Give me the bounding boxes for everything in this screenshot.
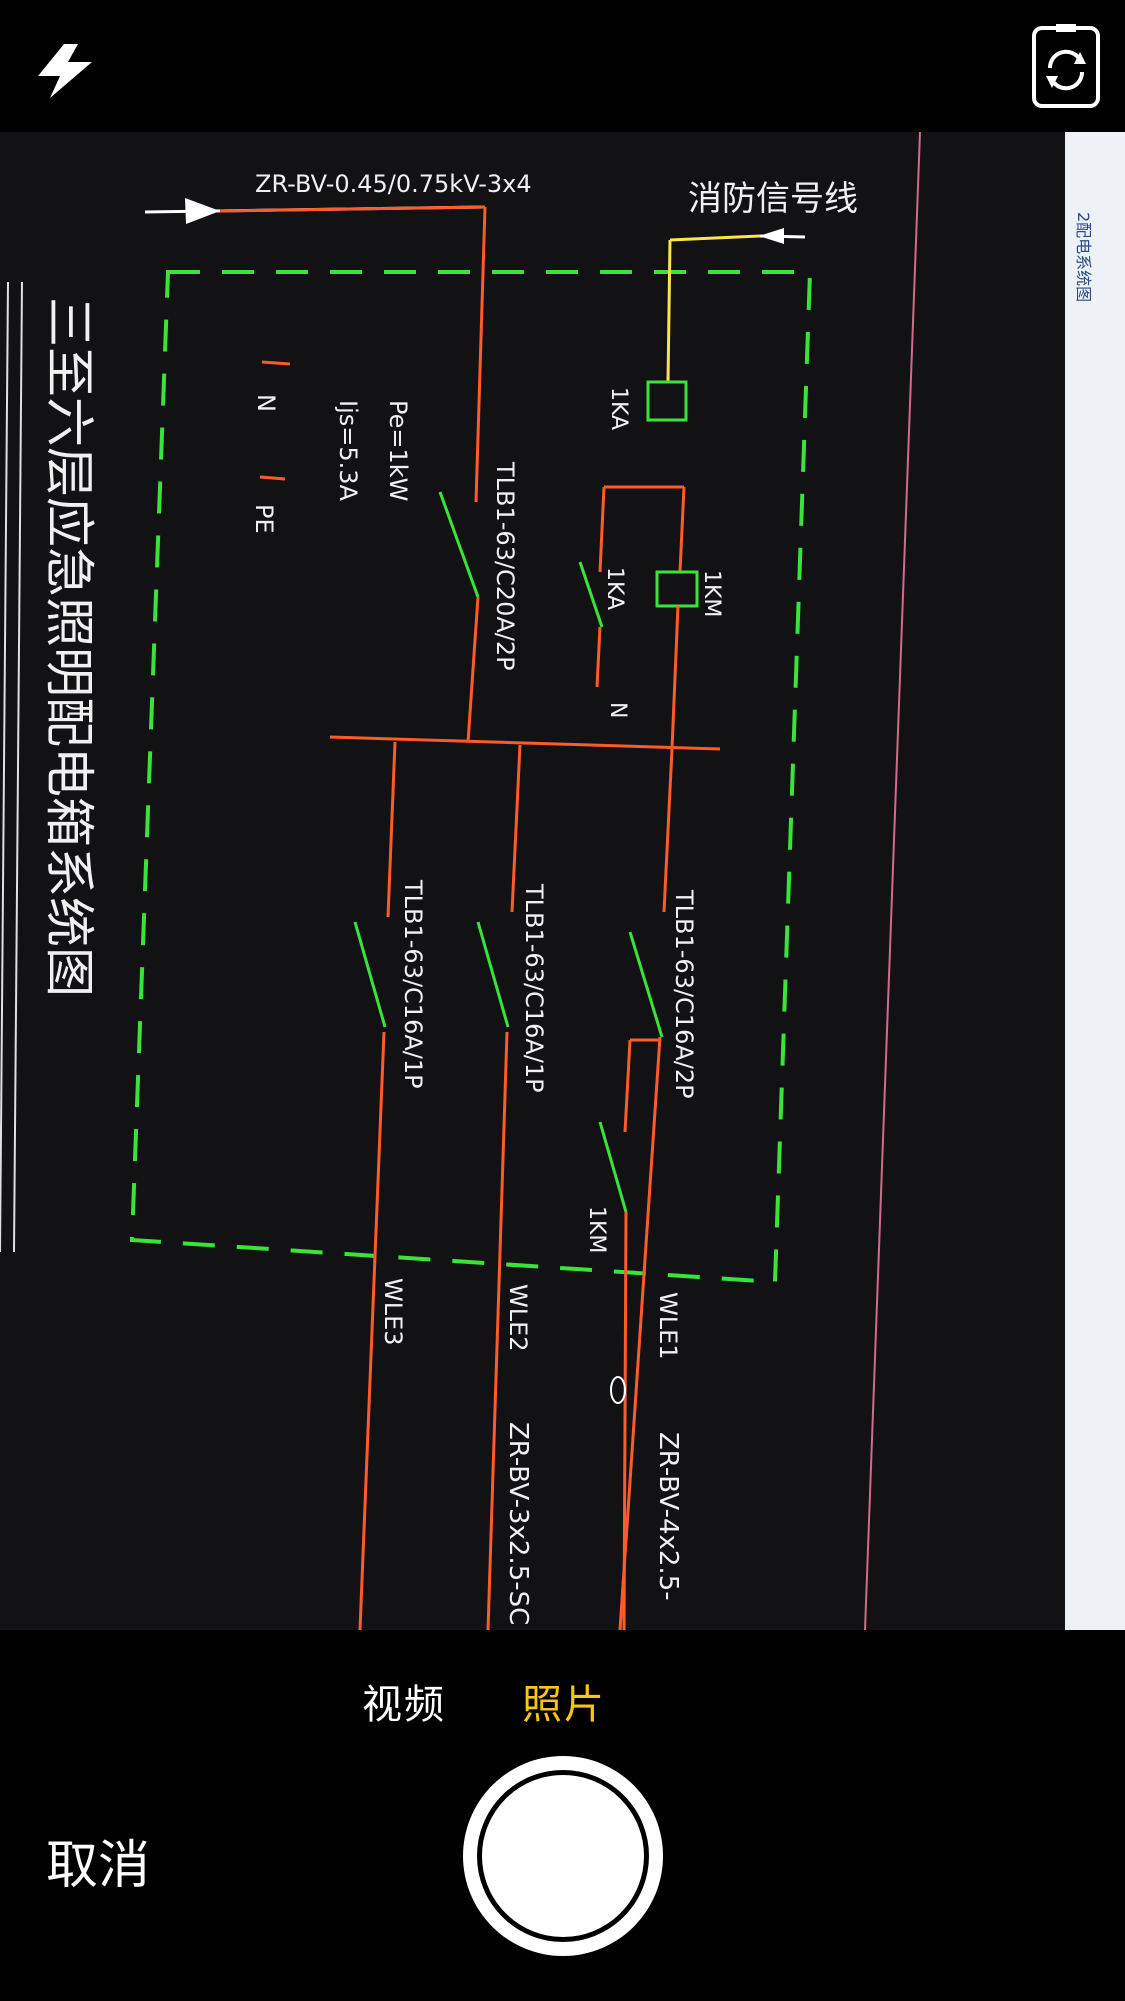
shutter-button[interactable] — [463, 1756, 663, 1956]
camera-viewfinder[interactable]: 2配电系统图 — [0, 132, 1125, 1630]
cable-wle1: ZR-BV-4x2.5- — [653, 1432, 683, 1601]
contactor-label: 1KM — [699, 570, 724, 617]
circuit-wle2: WLE2 — [504, 1284, 532, 1352]
ijs-value: Ijs=5.3A — [334, 400, 362, 502]
shutter-inner — [477, 1770, 649, 1942]
relay-label: 1KA — [606, 387, 631, 430]
circuit-wle3: WLE3 — [379, 1278, 407, 1346]
fire-signal-label: 消防信号线 — [688, 179, 858, 219]
cable-wle2: ZR-BV-3x2.5-SC — [503, 1422, 533, 1625]
cancel-button[interactable]: 取消 — [46, 1836, 151, 1896]
breaker-1-label: TLB1-63/C16A/2P — [670, 889, 698, 1099]
camera-flip-icon[interactable] — [1030, 22, 1102, 110]
main-breaker-label: TLB1-63/C20A/2P — [491, 461, 519, 671]
pe-value: Pe=1kW — [384, 400, 412, 501]
n-label: N — [605, 702, 630, 718]
camera-controls: 视频 照片 取消 — [0, 1630, 1125, 2001]
legend-n: N — [252, 394, 280, 412]
circuit-wle1: WLE1 — [654, 1292, 682, 1360]
camera-top-bar — [0, 0, 1125, 132]
breaker-3-label: TLB1-63/C16A/1P — [399, 879, 427, 1089]
contactor-contact-label: 1KM — [584, 1206, 609, 1253]
mode-photo[interactable]: 照片 — [522, 1682, 606, 1728]
relay-contact-label: 1KA — [602, 567, 627, 610]
breaker-2-label: TLB1-63/C16A/1P — [520, 883, 548, 1093]
side-panel-text: 2配电系统图 — [1074, 212, 1093, 302]
incoming-cable-label: ZR-BV-0.45/0.75kV-3x4 — [255, 170, 532, 198]
legend-pe: PE — [250, 504, 278, 534]
drawing-title: 三至六层应急照明配电箱系统图 — [40, 297, 98, 997]
mode-video[interactable]: 视频 — [362, 1682, 446, 1728]
cad-drawing-photo: 2配电系统图 — [0, 132, 1125, 1630]
flash-icon[interactable] — [30, 40, 100, 100]
